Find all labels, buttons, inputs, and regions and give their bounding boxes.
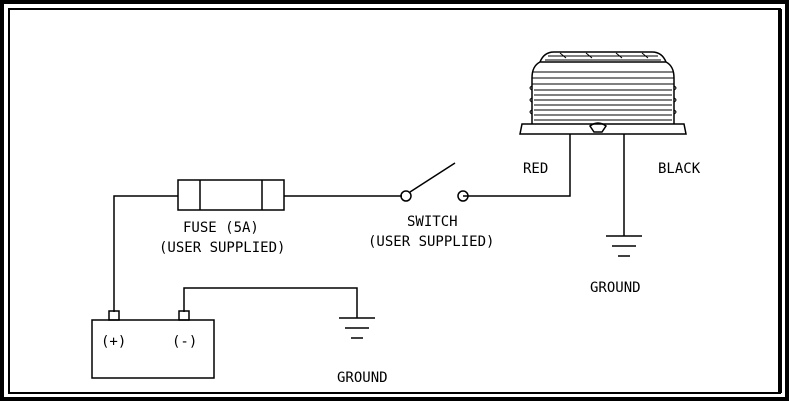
ground-symbol-battery (339, 317, 375, 339)
beacon-light-illustration (519, 51, 687, 135)
switch-label: SWITCH (407, 214, 458, 230)
switch-symbol (400, 162, 469, 202)
black-wire-label: BLACK (658, 161, 701, 177)
battery-negative-label: (-) (172, 334, 197, 350)
fuse-to-battery-wire (113, 195, 178, 312)
red-wire-label: RED (523, 161, 548, 177)
battery-positive-label: (+) (101, 334, 126, 350)
battery-ground-label: GROUND (337, 370, 388, 386)
ground-symbol-beacon (606, 235, 642, 257)
switch-supplied-label: (USER SUPPLIED) (368, 234, 494, 250)
circuit-wires (113, 134, 625, 318)
fuse-supplied-label: (USER SUPPLIED) (159, 240, 285, 256)
fuse-symbol (177, 179, 285, 211)
beacon-ground-label: GROUND (590, 280, 641, 296)
fuse-label: FUSE (5A) (183, 220, 259, 236)
red-wire (463, 134, 571, 197)
battery-negative-wire (183, 287, 358, 318)
battery-symbol (91, 310, 215, 379)
